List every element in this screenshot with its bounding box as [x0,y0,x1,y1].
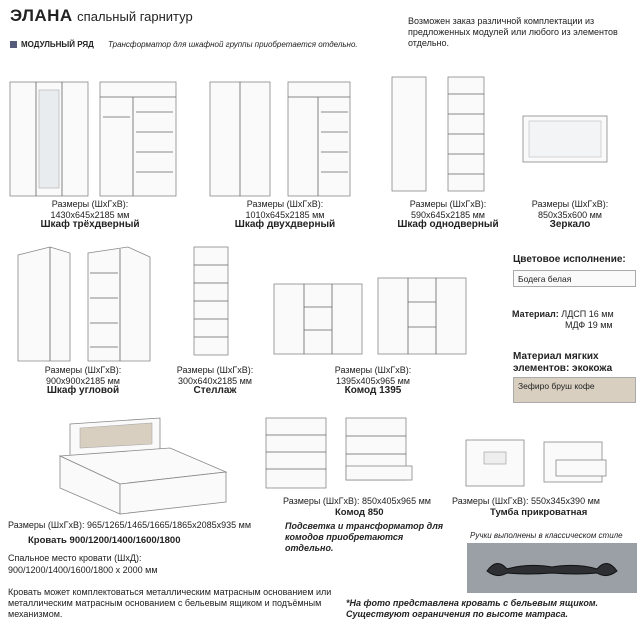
bed-frame-note: Кровать может комплектоваться металличес… [8,587,332,619]
wardrobe3-caption: Размеры (ШхГхВ): 1430х645х2185 мм Шкаф т… [40,199,140,230]
mirror-caption: Размеры (ШхГхВ): 850х35х600 мм Зеркало [531,199,609,230]
color-swatch: Бодега белая [513,270,636,287]
dresser850-note: Подсветка и трансформатор для комодов пр… [285,521,444,553]
color-title: Цветовое исполнение: [513,254,626,265]
header-note: Возможен заказ различной комплектации из… [408,16,618,48]
corner-wardrobe-caption: Размеры (ШхГхВ): 900х900х2185 мм Шкаф уг… [44,365,122,396]
section-square-icon [10,41,17,49]
material-block: Материал: ЛДСП 16 мм [512,309,614,319]
soft-swatch: Зефиро бруш кофе [513,377,636,403]
nightstand-image [460,432,610,492]
mirror-image [520,108,610,168]
bed-size: Размеры (ШхГхВ): 965/1265/1465/1665/1865… [8,520,252,530]
dresser850-size: Размеры (ШхГхВ): 850х405х965 мм [283,496,431,506]
shelf-image [188,243,238,358]
handle-icon [486,563,618,577]
corner-wardrobe-image [10,243,160,363]
shelf-caption: Размеры (ШхГхВ): 300х640х2185 мм Стеллаж [176,365,254,396]
wardrobe2-caption: Размеры (ШхГхВ): 1010х645х2185 мм Шкаф д… [234,199,336,230]
wardrobe2-image [208,72,353,197]
material-mdf: МДФ 19 мм [565,320,613,330]
dresser1395-image [270,272,470,360]
handles-note: Ручки выполнены в классическом стиле [470,531,623,540]
bed-sleep-size: 900/1200/1400/1600/1800 х 2000 мм [8,565,158,575]
brand-subtitle: спальный гарнитур [77,9,193,24]
nightstand-name: Тумба прикроватная [490,507,588,518]
handle-photo [467,543,637,593]
bed-sleep-label: Спальное место кровати (ШхД): [8,553,142,563]
brand-title: ЭЛАНА [10,6,73,25]
section-label: МОДУЛЬНЫЙ РЯД [10,40,94,50]
wardrobe1-image [386,72,496,197]
bed-image [40,410,230,520]
wardrobe3-image [8,72,178,197]
dresser850-name: Комод 850 [335,507,384,518]
transformer-note: Трансформатор для шкафной группы приобре… [108,40,358,49]
footnote: *На фото представлена кровать с бельевым… [346,598,598,619]
nightstand-size: Размеры (ШхГхВ): 550х345х390 мм [452,496,600,506]
wardrobe1-caption: Размеры (ШхГхВ): 590х645х2185 мм Шкаф од… [397,199,499,230]
soft-material-title: Материал мягких элементов: экокожа [513,351,613,374]
dresser850-image [262,410,422,492]
page-title: ЭЛАНА спальный гарнитур [10,6,193,26]
dresser1395-caption: Размеры (ШхГхВ): 1395х405х965 мм Комод 1… [334,365,412,396]
bed-name: Кровать 900/1200/1400/1600/1800 [28,535,181,546]
